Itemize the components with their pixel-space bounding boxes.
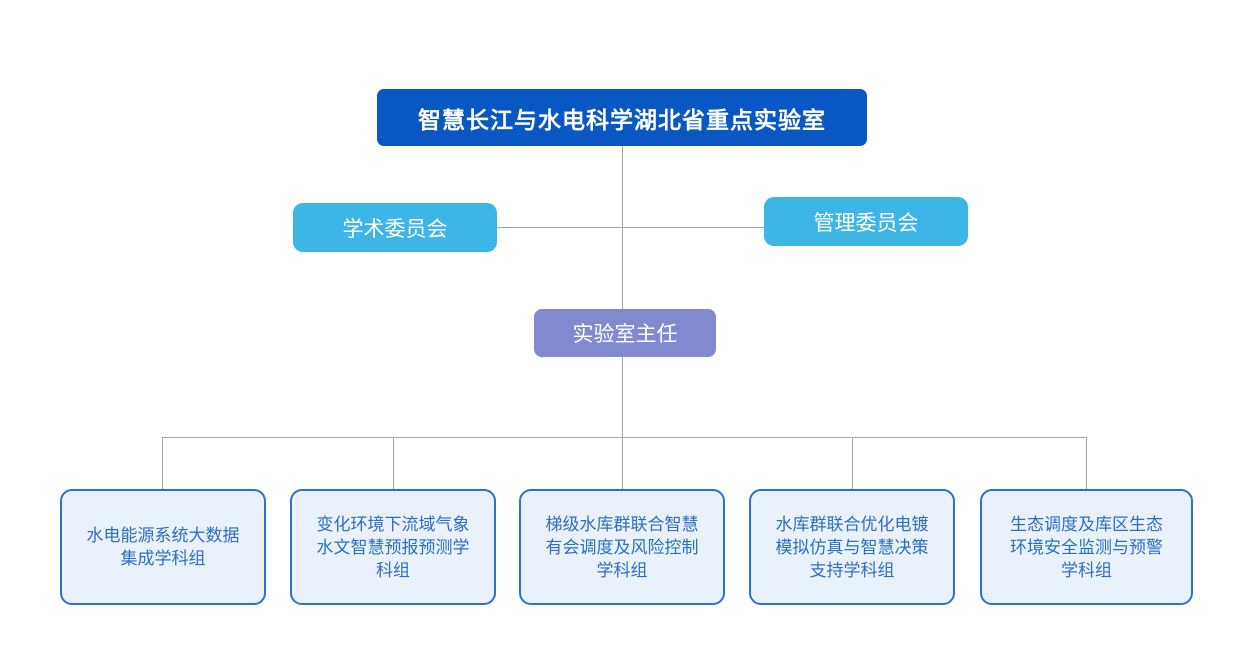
node-group-cascade-reservoir-dispatch: 梯级水库群联合智慧 有会调度及风险控制 学科组 xyxy=(519,489,725,605)
connector-drop-group-1 xyxy=(162,437,163,489)
connector-drop-group-3 xyxy=(622,437,623,489)
connector-root-to-director xyxy=(622,146,623,310)
node-group-ecological-monitoring-warning: 生态调度及库区生态 环境安全监测与预警 学科组 xyxy=(980,489,1193,605)
node-group-meteorology-hydrology-forecast: 变化环境下流域气象 水文智慧预报预测学 科组 xyxy=(290,489,496,605)
connector-director-to-bus xyxy=(622,357,623,437)
node-group-hydropower-bigdata: 水电能源系统大数据 集成学科组 xyxy=(60,489,266,605)
node-management-committee: 管理委员会 xyxy=(764,197,968,246)
node-academic-committee: 学术委员会 xyxy=(293,203,497,252)
connector-drop-group-2 xyxy=(393,437,394,489)
connector-groups-bus xyxy=(162,437,1087,438)
node-lab-director: 实验室主任 xyxy=(534,309,716,357)
connector-drop-group-5 xyxy=(1086,437,1087,489)
connector-drop-group-4 xyxy=(852,437,853,489)
root-node-lab-title: 智慧长江与水电科学湖北省重点实验室 xyxy=(377,89,867,146)
connector-committees xyxy=(497,227,764,228)
node-group-reservoir-simulation-decision: 水库群联合优化电镀 模拟仿真与智慧决策 支持学科组 xyxy=(749,489,955,605)
